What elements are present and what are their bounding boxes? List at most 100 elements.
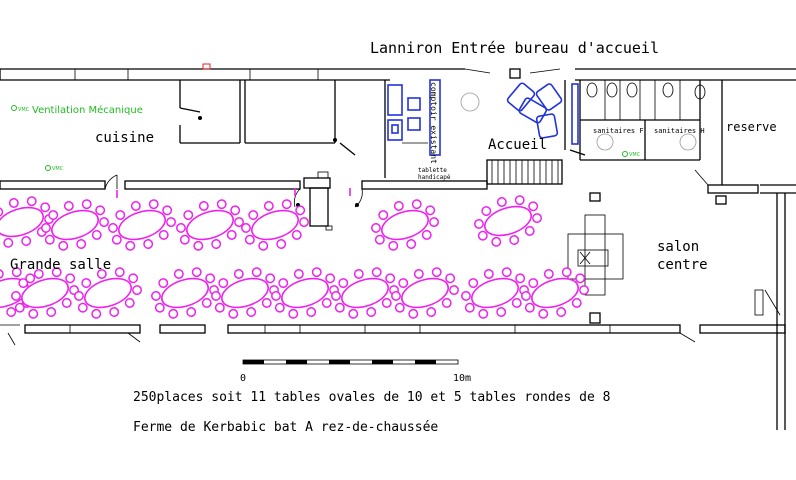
accueil-zone: [387, 79, 586, 185]
scale-bar: [242, 359, 459, 365]
salon-centre-label: centre: [657, 257, 708, 273]
outer-walls: [0, 63, 796, 81]
chair: [561, 267, 572, 278]
chair: [251, 267, 262, 278]
accueil-label: Accueil: [488, 137, 547, 153]
oval-table-7: [474, 195, 542, 247]
chair: [228, 308, 239, 319]
chair: [511, 298, 522, 308]
chair: [371, 267, 382, 278]
chair: [109, 307, 120, 317]
oval-table-15: [391, 267, 459, 319]
table-top: [341, 277, 389, 309]
oval-table-10: [74, 267, 142, 319]
chair: [464, 302, 475, 313]
chair: [11, 267, 22, 278]
chair: [501, 267, 512, 278]
bottom-walls: [0, 324, 786, 346]
chair: [263, 201, 274, 211]
chair: [65, 273, 76, 284]
chair: [295, 205, 306, 216]
chair: [115, 210, 126, 220]
chair: [81, 278, 92, 288]
chair: [168, 308, 179, 319]
chair: [0, 269, 4, 279]
chair: [543, 269, 554, 279]
oval-table-2: [41, 199, 109, 251]
chair: [166, 217, 176, 228]
scale-start-label: 0: [240, 373, 246, 384]
chair: [281, 199, 292, 210]
caption-text: 250places soit 11 tables ovales de 10 et…: [133, 390, 610, 405]
chair: [40, 202, 51, 213]
chair: [218, 278, 229, 288]
chair: [95, 205, 106, 216]
chair: [44, 234, 55, 245]
chair: [151, 290, 161, 301]
chair: [331, 290, 341, 301]
chair: [288, 308, 299, 319]
plan-header: Lanniron Entrée bureau d'accueil: [370, 39, 659, 57]
chair: [406, 239, 417, 249]
oval-table-3: [108, 199, 176, 251]
chair: [481, 206, 492, 216]
oval-table-17: [521, 267, 589, 319]
chair: [108, 222, 118, 233]
chair: [461, 290, 471, 301]
comptoir-label: comptoir existant: [429, 82, 438, 164]
chair: [524, 226, 535, 236]
grande-salle-label: Grande salle: [10, 257, 111, 273]
chair: [216, 199, 227, 210]
chair: [299, 217, 309, 228]
chair: [183, 210, 194, 220]
chair: [378, 210, 389, 220]
table-top: [118, 209, 166, 241]
chair: [413, 269, 424, 279]
chair: [158, 230, 169, 240]
table-top: [471, 277, 519, 309]
chair: [111, 234, 122, 245]
chair: [425, 205, 436, 216]
chair: [124, 298, 135, 308]
chair: [58, 240, 69, 251]
table-top: [21, 277, 69, 309]
chair: [6, 307, 17, 317]
chair: [575, 273, 586, 284]
chair: [338, 278, 349, 288]
vmc-markers: [11, 105, 628, 171]
chair: [491, 236, 502, 247]
chair: [429, 217, 439, 228]
chair: [509, 235, 520, 245]
chair: [483, 269, 494, 279]
chair: [398, 278, 409, 288]
chair: [21, 236, 32, 246]
chair: [230, 205, 241, 216]
table-top: [221, 277, 269, 309]
oval-table-6: [371, 199, 439, 251]
vmc-label-3: VMC: [629, 152, 641, 158]
scale-end-label: 10m: [453, 373, 471, 384]
chair: [28, 308, 39, 319]
chair: [114, 267, 125, 278]
chair: [234, 217, 244, 228]
chair: [132, 285, 142, 296]
chair: [51, 267, 62, 278]
chair: [556, 307, 567, 317]
chair: [198, 201, 209, 211]
table-top: [381, 209, 429, 241]
chair: [0, 207, 4, 217]
kitchen-walls: [179, 80, 386, 178]
table-top: [186, 209, 234, 241]
chair: [74, 290, 84, 301]
chair: [374, 234, 385, 245]
table-top: [281, 277, 329, 309]
corridor-walls: [0, 171, 488, 231]
chair: [186, 307, 197, 317]
chair: [193, 240, 204, 251]
salon-elements: [567, 192, 624, 324]
chair: [246, 307, 257, 317]
chair: [496, 197, 507, 207]
oval-table-14: [331, 267, 399, 319]
sanitaires-f-label: sanitaires F: [593, 127, 644, 135]
chair: [148, 199, 159, 210]
